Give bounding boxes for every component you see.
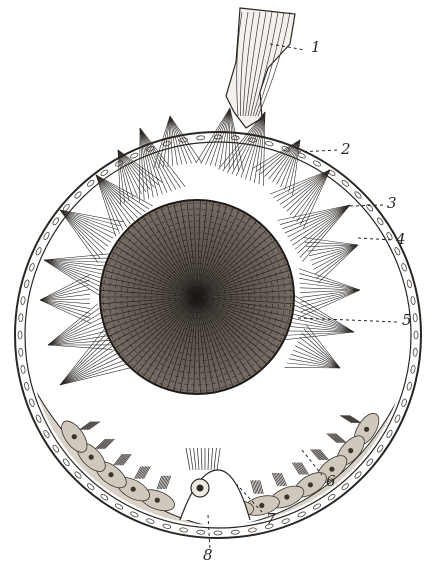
bottom-notch (180, 448, 250, 520)
label-3: 3 (387, 196, 397, 211)
label-8: 8 (203, 548, 213, 563)
label-4: 4 (396, 232, 406, 247)
label-2: 2 (341, 142, 351, 157)
label-1: 1 (311, 40, 321, 55)
stalk (226, 8, 295, 128)
label-6: 6 (326, 474, 336, 489)
label-5: 5 (402, 313, 412, 328)
label-7: 7 (266, 512, 276, 527)
